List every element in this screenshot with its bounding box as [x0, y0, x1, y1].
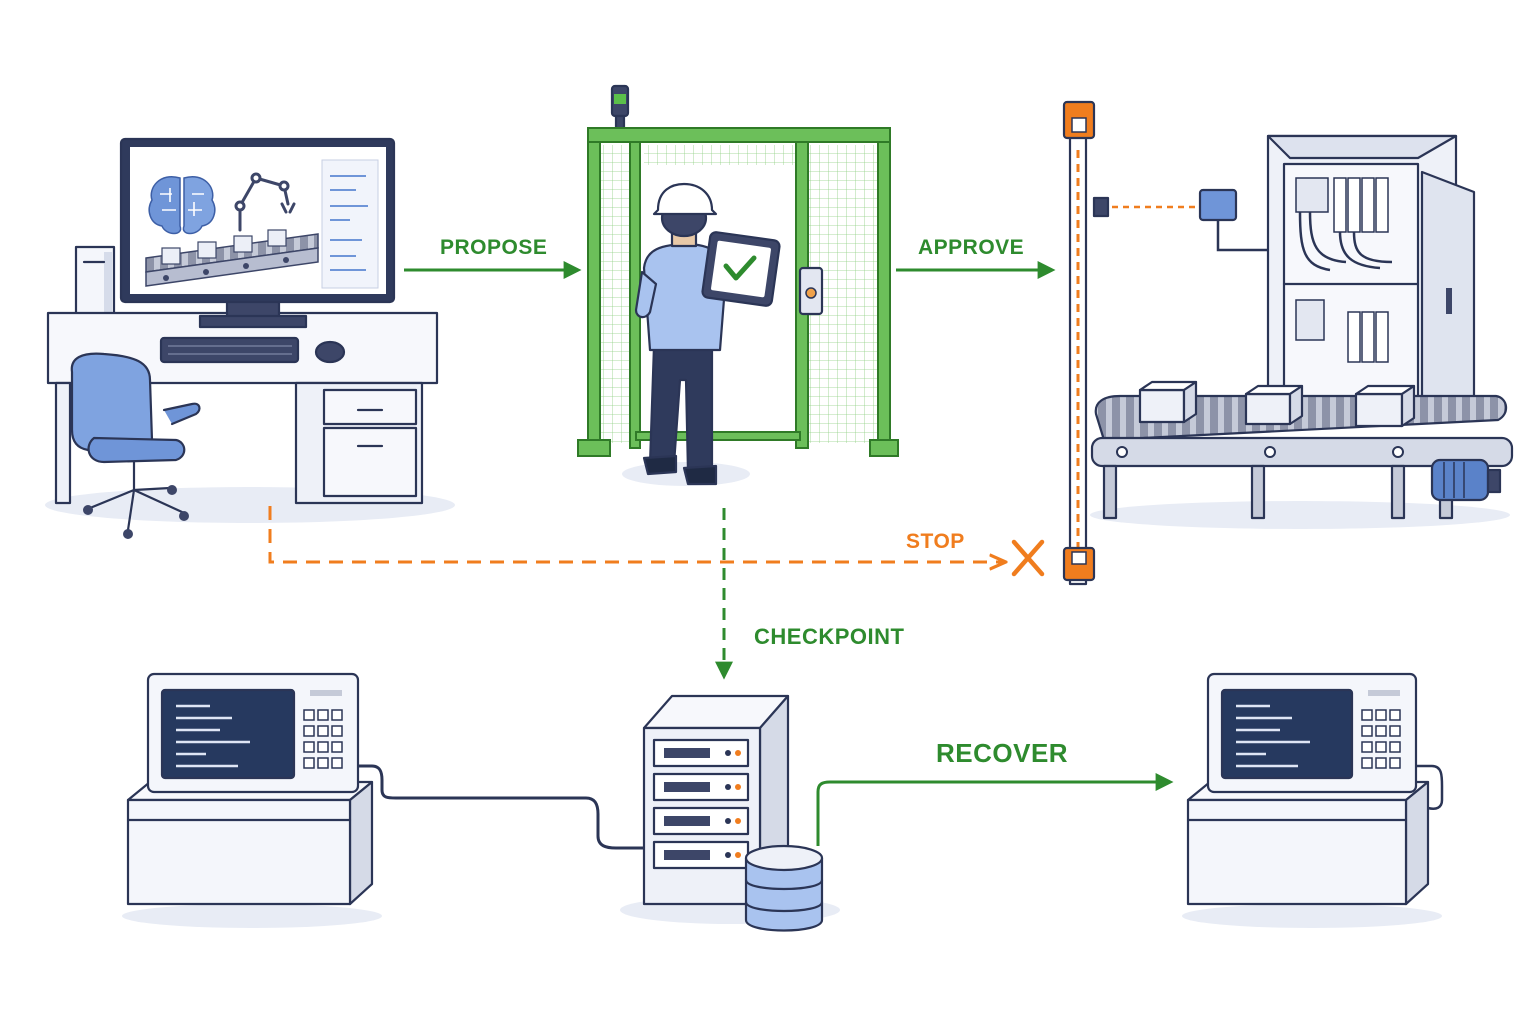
tablet-icon	[701, 231, 781, 307]
recover-label: RECOVER	[936, 738, 1068, 768]
screen-conveyor-icon	[145, 229, 319, 287]
database-icon	[744, 844, 824, 932]
office-chair-icon	[70, 352, 201, 539]
propose-label: PROPOSE	[440, 236, 547, 259]
stop-label: STOP	[906, 530, 965, 553]
robot-arm-icon	[234, 172, 296, 232]
conveyor-machine-icon	[1090, 134, 1514, 529]
hmi-terminal-icon	[122, 672, 382, 928]
recovered-hmi-terminal-icon	[1182, 672, 1444, 928]
backup-server-icon	[620, 694, 840, 924]
stop-arrow	[268, 506, 1004, 562]
operator-with-tablet-icon	[622, 182, 781, 486]
ai-workstation-icon	[45, 137, 455, 539]
stop-x-icon	[1011, 539, 1045, 577]
checkmark-icon	[723, 255, 757, 281]
data-cable	[358, 764, 644, 850]
safety-light-curtain-icon	[1062, 100, 1198, 586]
recover-arrow	[816, 773, 1174, 846]
safety-gate-icon	[577, 84, 899, 457]
brain-icon	[148, 175, 216, 235]
approve-label: APPROVE	[918, 236, 1024, 259]
checkpoint-label: CHECKPOINT	[754, 624, 905, 649]
